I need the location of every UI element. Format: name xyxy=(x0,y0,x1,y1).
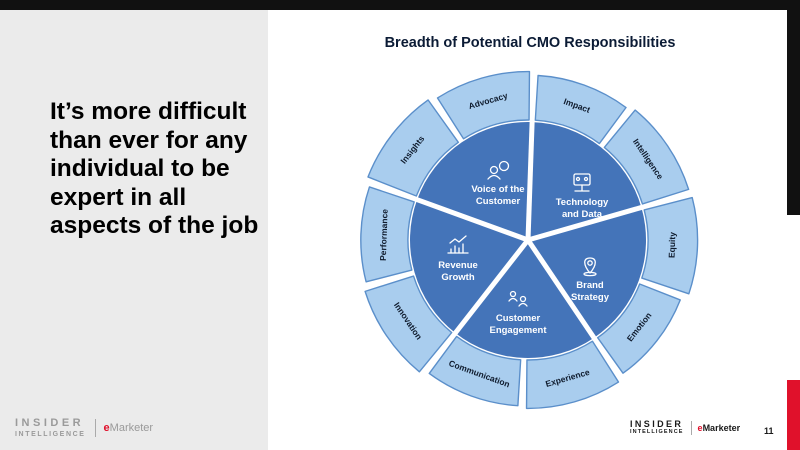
segment-revenue xyxy=(410,199,528,333)
top-bar xyxy=(0,0,800,10)
footer-brand-right: INSIDER INTELLIGENCE eMarketer xyxy=(630,420,740,436)
people-chat-icon xyxy=(487,160,510,180)
people-link-icon xyxy=(508,290,528,307)
segment-voice xyxy=(417,121,533,240)
left-panel xyxy=(0,10,268,450)
outer-pill-advocacy xyxy=(436,70,531,140)
insider-word: INSIDER xyxy=(630,419,684,429)
emarketer-logo: eMarketer xyxy=(698,423,741,433)
emarketer-e: e xyxy=(697,422,703,433)
segment-engagement xyxy=(455,240,594,359)
outer-label-equity: Equity xyxy=(667,232,678,259)
right-edge-accent-red xyxy=(787,380,800,450)
outer-pill-experience xyxy=(525,340,620,410)
emarketer-rest: Marketer xyxy=(702,422,741,433)
right-edge-accent-black xyxy=(787,10,800,215)
segment-tech xyxy=(528,122,642,240)
emarketer-rest: Marketer xyxy=(109,422,154,434)
footer-brand-left: INSIDER INTELLIGENCE eMarketer xyxy=(15,417,154,439)
segment-divider xyxy=(525,120,535,241)
intelligence-word: INTELLIGENCE xyxy=(630,429,684,435)
diagram-title: Breadth of Potential CMO Responsibilitie… xyxy=(384,35,676,51)
outer-pill-communication xyxy=(428,335,522,407)
network-people-icon xyxy=(573,173,591,192)
outer-pill-insights xyxy=(367,99,460,197)
page-number: 11 xyxy=(764,426,774,436)
growth-chart-icon xyxy=(447,235,469,254)
brand-divider xyxy=(94,419,96,437)
insider-word: INSIDER xyxy=(15,417,85,429)
outer-pill-impact xyxy=(534,74,627,145)
segment-divider xyxy=(452,238,530,336)
outer-pill-equity xyxy=(641,196,699,295)
segment-divider xyxy=(525,238,597,341)
segment-divider xyxy=(415,196,529,243)
brand-divider xyxy=(690,420,692,435)
location-pin-icon xyxy=(583,257,597,277)
outer-pill-performance xyxy=(360,186,415,283)
intelligence-word: INTELLIGENCE xyxy=(15,431,86,438)
outer-pill-intelligence xyxy=(603,109,690,205)
emarketer-logo: eMarketer xyxy=(104,422,154,434)
insider-intelligence-logo: INSIDER INTELLIGENCE xyxy=(15,417,86,439)
slide-headline: It’s more difficult than ever for any in… xyxy=(50,98,259,239)
emarketer-e: e xyxy=(103,422,110,434)
segment-divider xyxy=(527,204,644,243)
outer-pill-emotion xyxy=(596,283,681,374)
outer-pill-innovation xyxy=(364,275,453,373)
insider-intelligence-logo: INSIDER INTELLIGENCE xyxy=(630,420,684,436)
outer-label-performance: Performance xyxy=(378,209,390,262)
